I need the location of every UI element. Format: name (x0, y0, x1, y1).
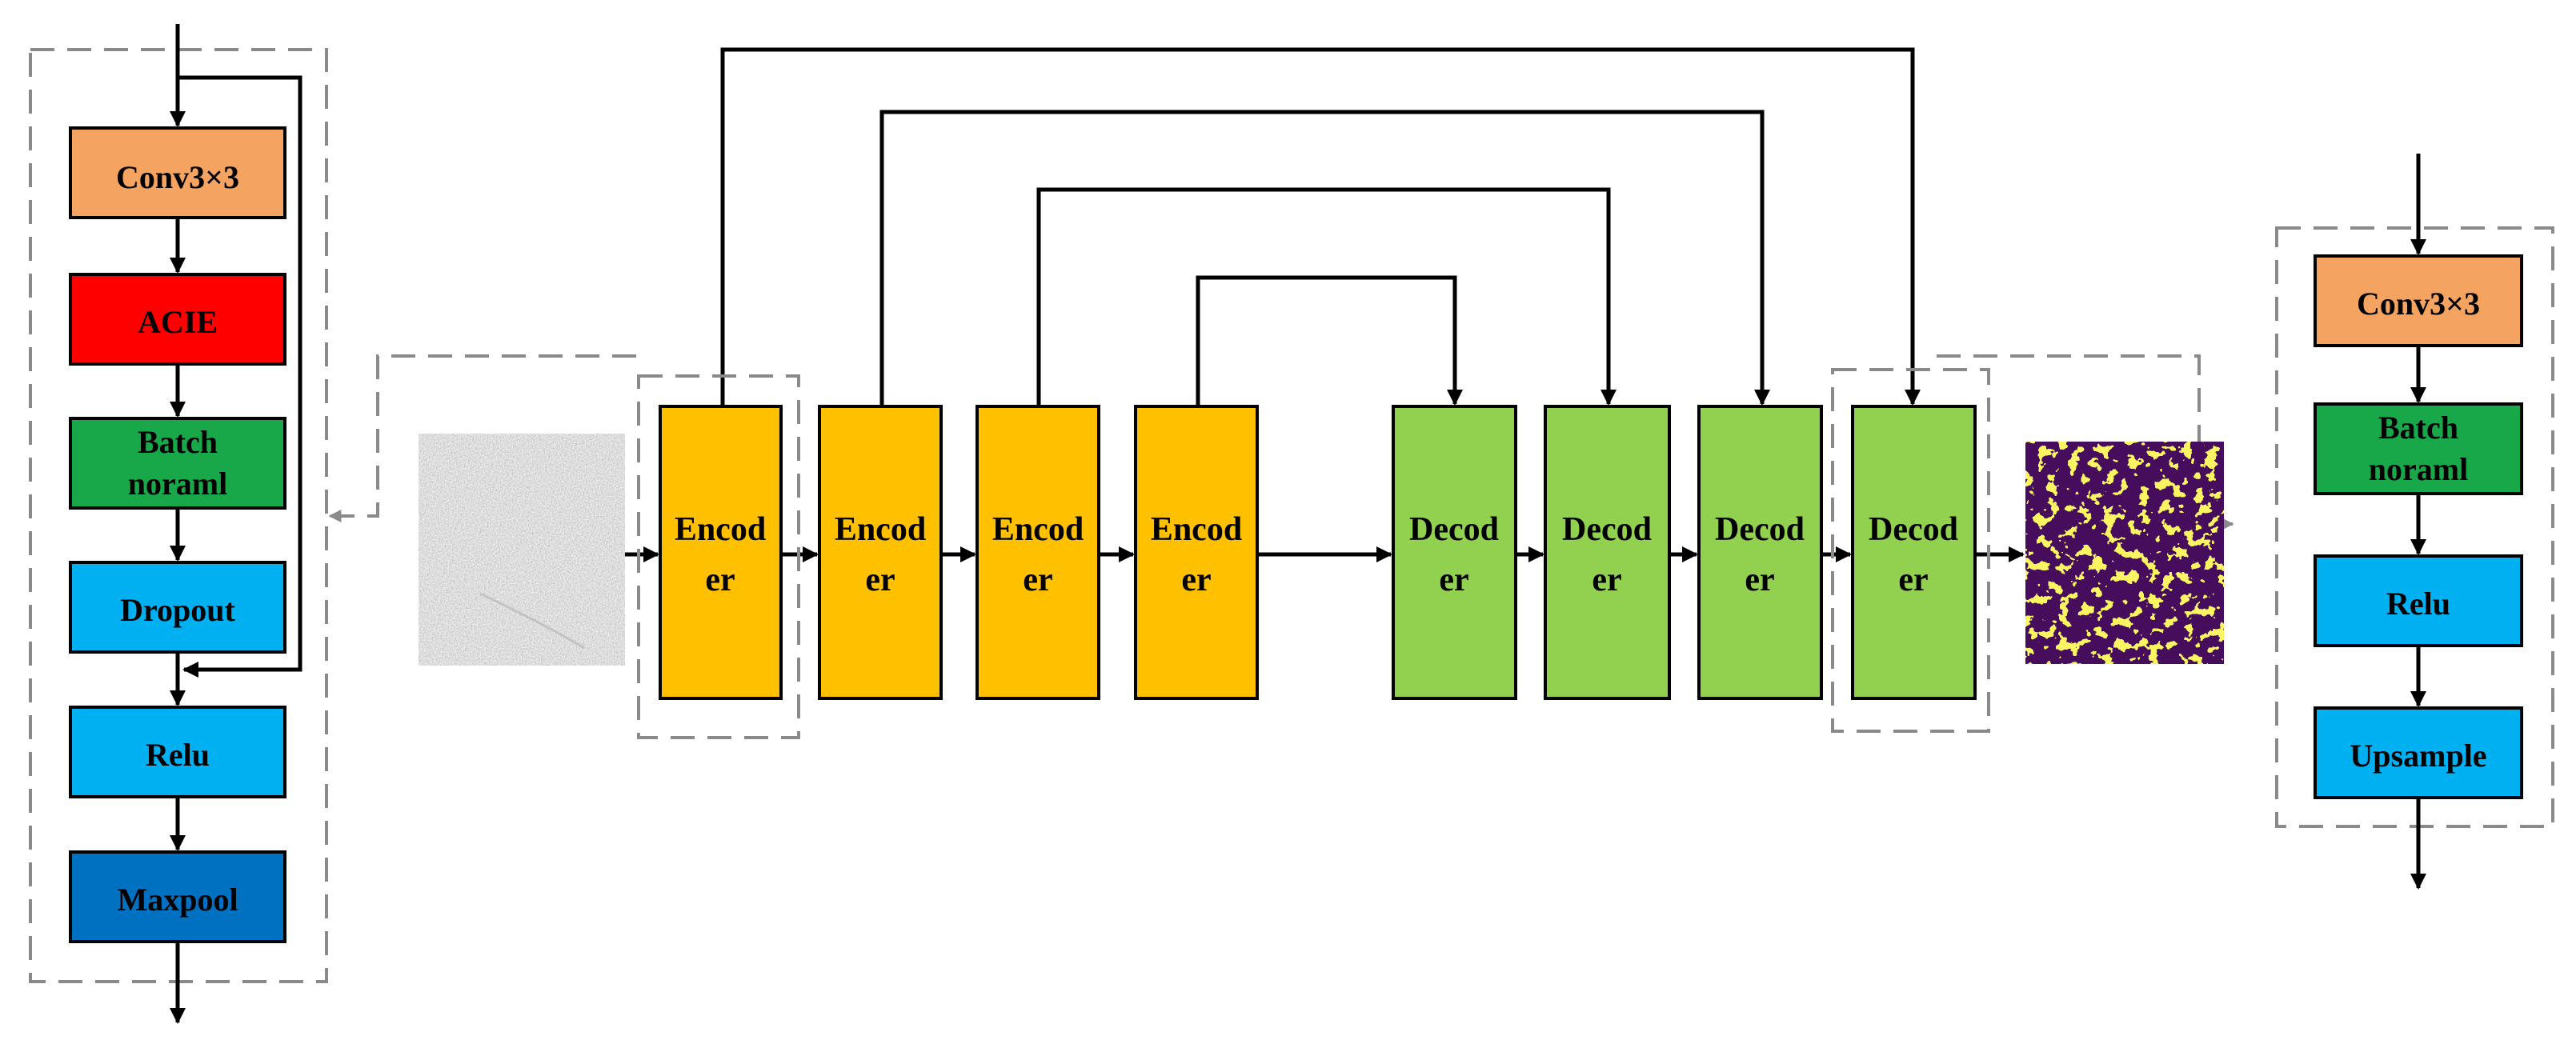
decoder-stack: Decod er Decod er Decod er Decod er (1392, 405, 1977, 700)
enc-acie-label: ACIE (138, 304, 218, 340)
decoder-block-4 (1851, 405, 1977, 700)
output-segmentation-mask (2025, 442, 2224, 664)
enc-batchnorm-label-line2: noraml (128, 466, 227, 502)
decoder-1-label-line1: Decod (1409, 511, 1499, 548)
encoder-block-2 (818, 405, 943, 700)
decoder-4-label-line1: Decod (1869, 511, 1958, 548)
skip-connection-2 (879, 110, 1770, 406)
encoder-2-label-line2: er (865, 562, 895, 598)
decoder-3-label-line2: er (1745, 562, 1774, 598)
encoder-1-label-line1: Encod (675, 511, 766, 548)
encoder-block-1 (659, 405, 783, 700)
skip-connection-1 (720, 47, 1921, 406)
encoder-4-label-line1: Encod (1151, 511, 1242, 548)
encoder-1-label-line2: er (705, 562, 735, 598)
enc-relu-label: Relu (146, 737, 210, 773)
input-image-road-feature (479, 592, 585, 650)
skip-connections (720, 47, 1921, 406)
encoder-4-label-line2: er (1181, 562, 1211, 598)
enc-conv3x3-block (69, 126, 286, 219)
dec-relu-block (2314, 554, 2523, 647)
decoder-2-label-line2: er (1592, 562, 1621, 598)
skip-connection-3 (1036, 187, 1617, 406)
decoder-block-3 (1697, 405, 1823, 700)
encoder-detail-residual-path (178, 75, 302, 678)
encoder-callout-connector (328, 354, 636, 522)
enc-relu-block (69, 706, 286, 798)
dec-batchnorm-label-line2: noraml (2369, 451, 2468, 487)
dec-upsample-label: Upsample (2350, 738, 2486, 774)
decoder-3-label-line1: Decod (1715, 511, 1805, 548)
decoder-block-2 (1544, 405, 1671, 700)
encoder-highlight-frame (637, 374, 800, 739)
decoder-highlight-frame (1831, 368, 1990, 733)
encoder-3-label-line1: Encod (992, 511, 1084, 548)
dec-batchnorm-label-line1: Batch (2378, 410, 2458, 446)
decoder-detail-panel: Conv3×3 Batch noraml Relu Upsample (2275, 154, 2554, 890)
decoder-1-label-line2: er (1439, 562, 1468, 598)
encoder-2-label-line1: Encod (835, 511, 926, 548)
dec-batchnorm-block (2314, 402, 2523, 495)
skip-connection-4 (1196, 275, 1463, 406)
encoder-stack: Encod er Encod er Encod er Encod er (659, 405, 1259, 700)
enc-batchnorm-block (69, 417, 286, 510)
decoder-2-label-line1: Decod (1562, 511, 1652, 548)
encoder-block-4 (1134, 405, 1259, 700)
decoder-4-label-line2: er (1898, 562, 1928, 598)
decoder-detail-dashed-frame (2275, 226, 2554, 828)
enc-maxpool-label: Maxpool (117, 882, 238, 918)
encoder-block-3 (976, 405, 1100, 700)
dec-conv3x3-label: Conv3×3 (2357, 286, 2480, 322)
enc-batchnorm-label-line1: Batch (138, 424, 218, 460)
enc-conv3x3-label: Conv3×3 (116, 159, 239, 195)
encoder-detail-panel: Conv3×3 ACIE Batch noraml Dropout Relu M… (29, 24, 328, 1024)
encoder-3-label-line2: er (1023, 562, 1052, 598)
decoder-block-1 (1392, 405, 1517, 700)
input-satellite-image (419, 434, 625, 666)
enc-dropout-label: Dropout (120, 592, 235, 628)
dec-relu-label: Relu (2386, 586, 2450, 622)
enc-maxpool-block (69, 850, 286, 943)
